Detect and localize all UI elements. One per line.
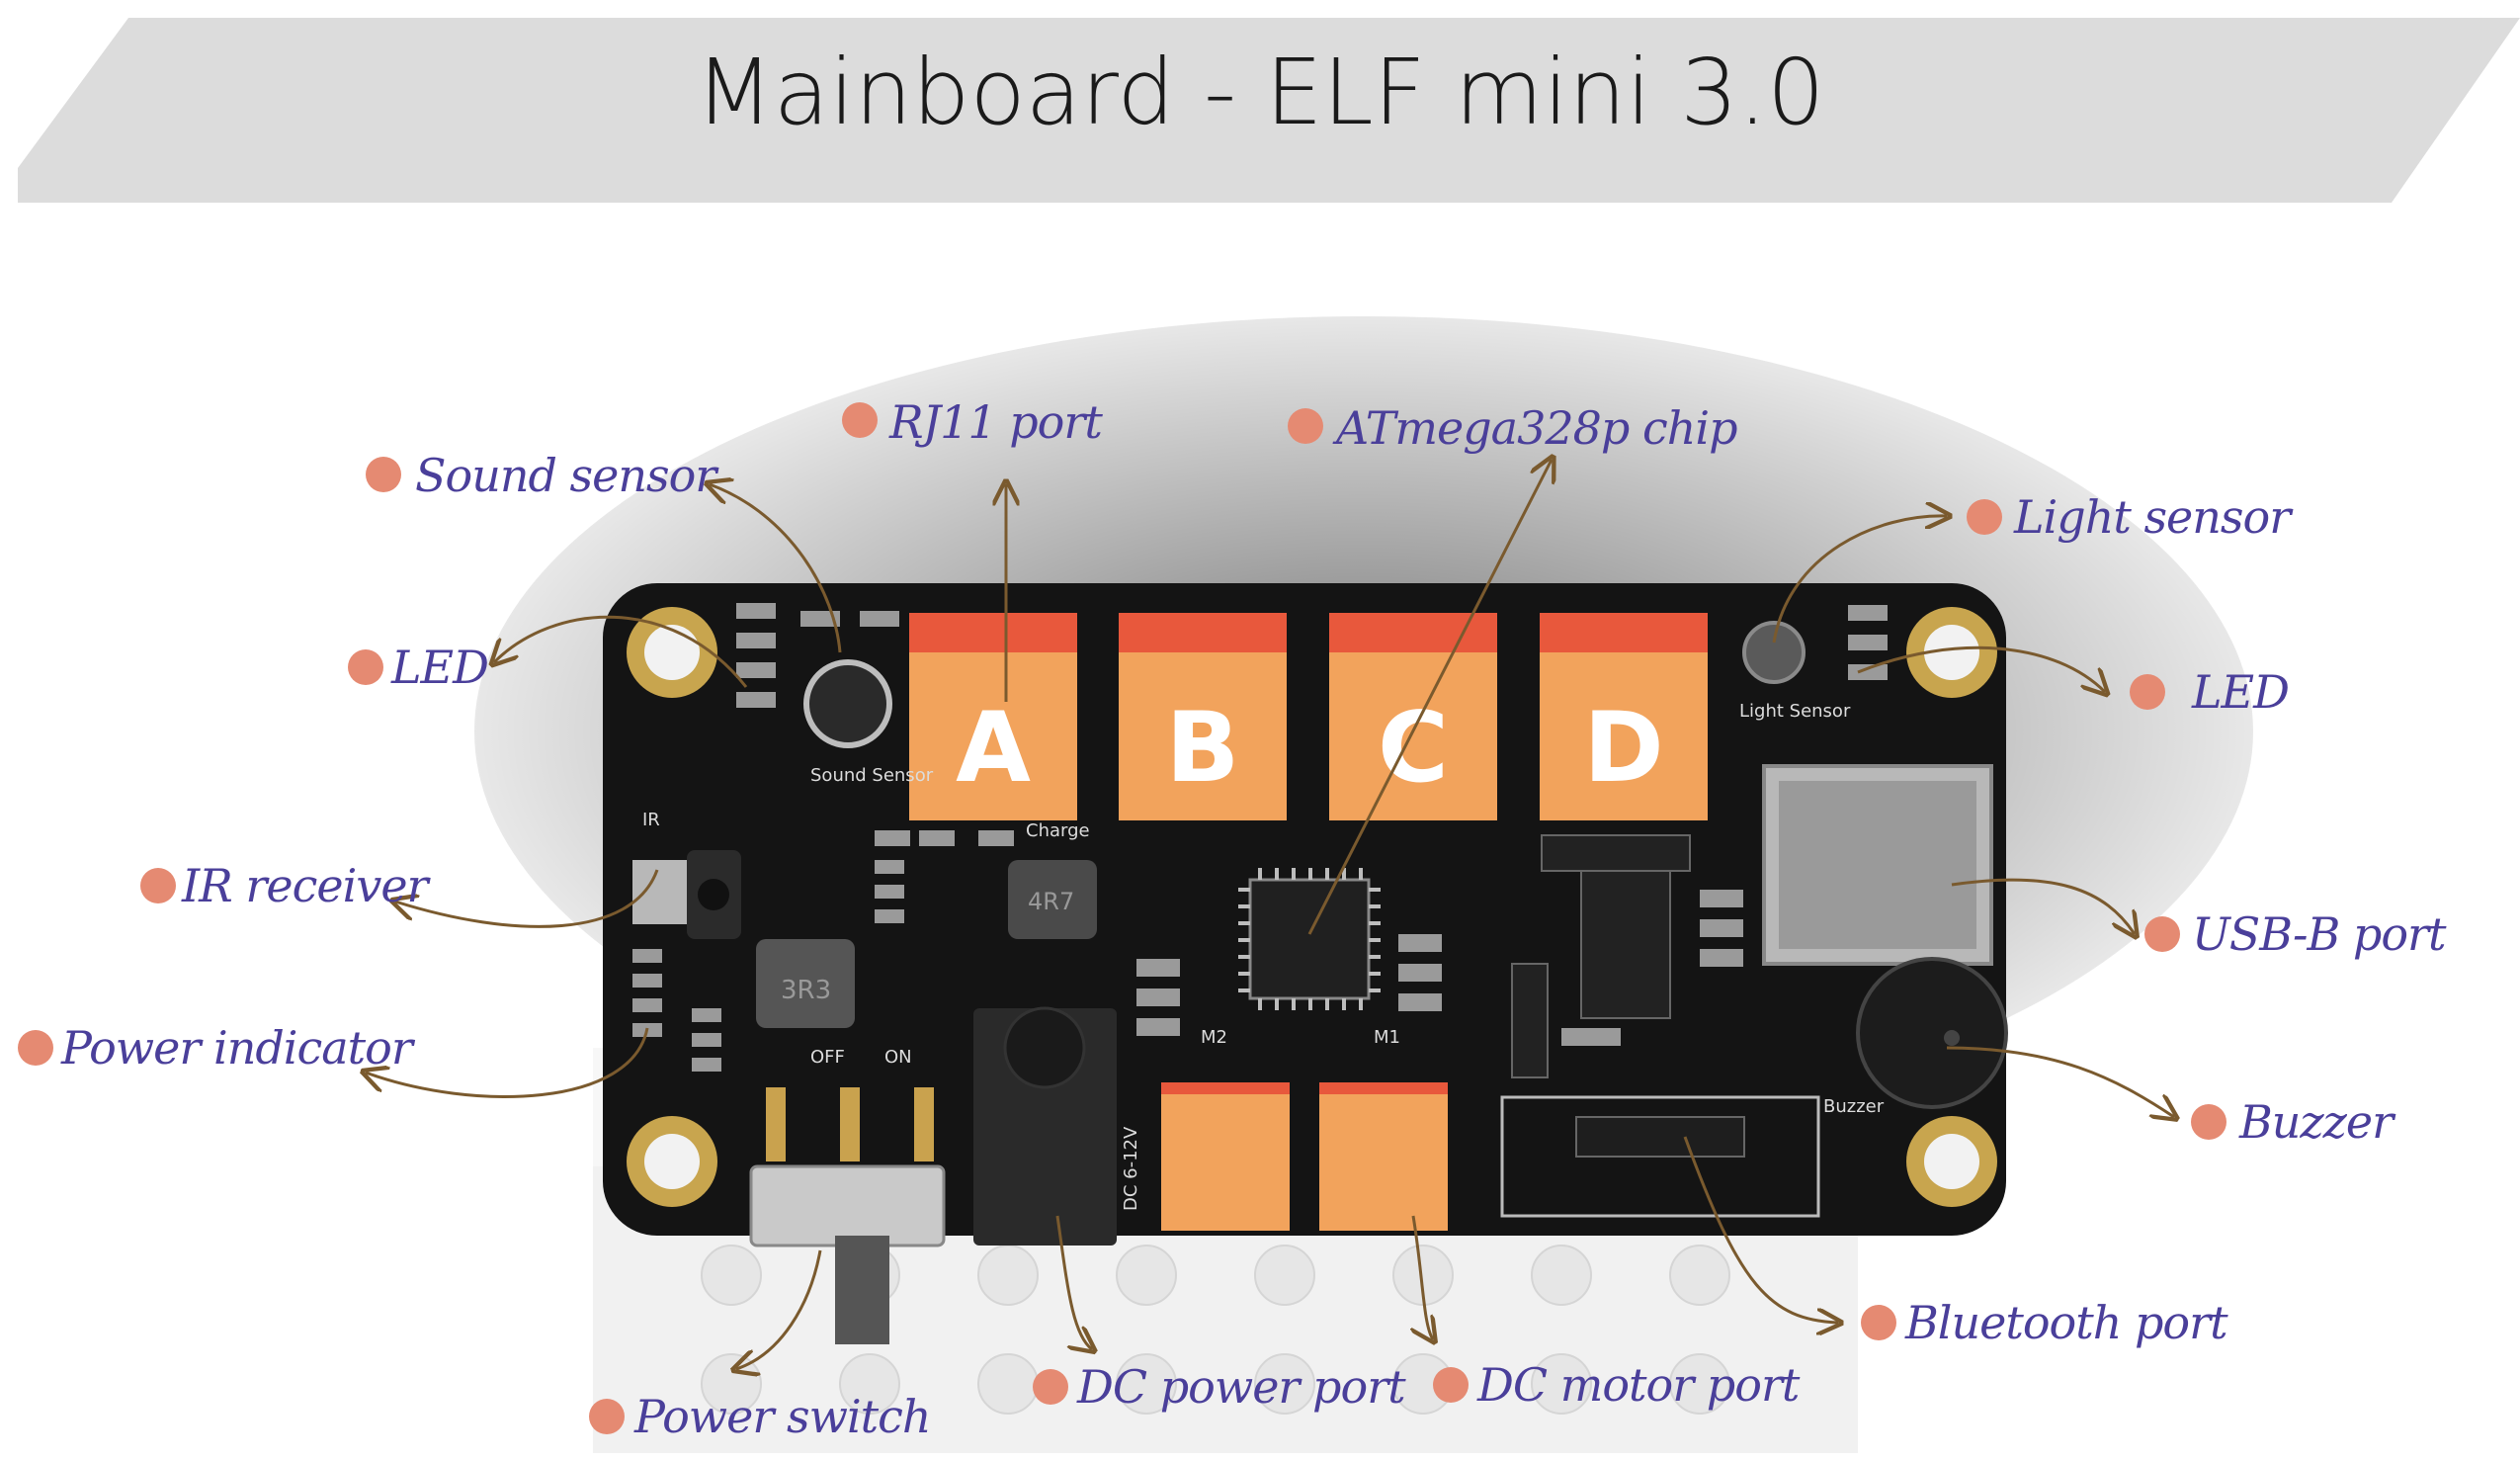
mounting-holes bbox=[627, 607, 1997, 1207]
silk-m1: M1 bbox=[1374, 1027, 1400, 1048]
dot-sound bbox=[366, 457, 401, 492]
label-power-switch: Power switch bbox=[634, 1390, 932, 1443]
dc-motor-parts bbox=[1161, 1082, 1448, 1231]
dot-bluetooth bbox=[1861, 1305, 1896, 1340]
label-led-left: LED bbox=[391, 641, 489, 694]
label-usb: USB-B port bbox=[2192, 907, 2447, 961]
page-title: Mainboard - ELF mini 3.0 bbox=[695, 40, 1825, 145]
inductor-3r3 bbox=[756, 939, 855, 1028]
silk-buzzer: Buzzer bbox=[1823, 1096, 1885, 1117]
silk-dc: DC 6-12V bbox=[1121, 1126, 1141, 1211]
pin-header-left bbox=[1511, 963, 1549, 1078]
label-dc-motor: DC motor port bbox=[1477, 1358, 1800, 1412]
dot-power-indicator bbox=[18, 1030, 53, 1066]
atmega-chip bbox=[1238, 868, 1381, 1010]
label-rj11: RJ11 port bbox=[889, 395, 1103, 449]
ir-receiver-part bbox=[632, 850, 741, 939]
dot-dc-power bbox=[1033, 1369, 1068, 1405]
bluetooth-outline bbox=[1500, 1095, 1820, 1218]
label-light: Light sensor bbox=[2014, 490, 2291, 544]
label-ir: IR receiver bbox=[182, 859, 429, 912]
label-buzzer: Buzzer bbox=[2239, 1095, 2394, 1149]
pin-header-top bbox=[1541, 834, 1691, 872]
label-power-indicator: Power indicator bbox=[61, 1021, 413, 1074]
dot-led-left bbox=[348, 649, 383, 685]
dot-dc-motor bbox=[1433, 1367, 1469, 1403]
dot-rj11 bbox=[842, 402, 878, 438]
silk-m2: M2 bbox=[1201, 1027, 1227, 1048]
dot-chip bbox=[1288, 408, 1323, 444]
silk-sound: Sound Sensor bbox=[810, 765, 934, 786]
dot-light bbox=[1967, 499, 2002, 535]
dc-power-part bbox=[973, 1006, 1117, 1246]
dot-led-right bbox=[2130, 674, 2165, 710]
silk-off: OFF bbox=[810, 1047, 845, 1068]
buzzer-part bbox=[1856, 957, 2008, 1109]
power-switch-part bbox=[749, 1087, 946, 1344]
silk-charge: Charge bbox=[1026, 820, 1090, 841]
label-sound: Sound sensor bbox=[415, 449, 716, 502]
port-a-letter: A bbox=[956, 692, 1031, 805]
label-led-right: LED bbox=[2192, 665, 2290, 719]
title-banner bbox=[18, 18, 2520, 203]
port-c-letter: C bbox=[1378, 692, 1449, 805]
silk-inductor2: 3R3 bbox=[781, 976, 831, 1005]
silk-inductor1: 4R7 bbox=[1028, 888, 1074, 915]
ic-right bbox=[1580, 869, 1671, 1019]
silk-light: Light Sensor bbox=[1739, 701, 1851, 722]
sound-sensor-mic bbox=[803, 659, 892, 748]
usb-b-part bbox=[1762, 764, 1993, 966]
label-chip: ATmega328p chip bbox=[1336, 401, 1738, 455]
bluetooth-header bbox=[1575, 1116, 1745, 1158]
dot-power-switch bbox=[589, 1399, 625, 1434]
port-d-letter: D bbox=[1583, 692, 1663, 805]
light-sensor bbox=[1742, 621, 1806, 684]
silk-ir: IR bbox=[642, 810, 660, 830]
dot-buzzer bbox=[2191, 1104, 2226, 1140]
annotation-arrows bbox=[366, 460, 2174, 1369]
label-dc-power: DC power port bbox=[1077, 1360, 1406, 1414]
port-b-letter: B bbox=[1166, 692, 1240, 805]
inductor-4r7 bbox=[1008, 860, 1097, 939]
label-bluetooth: Bluetooth port bbox=[1905, 1296, 2228, 1349]
silk-on: ON bbox=[884, 1047, 912, 1068]
rj11-ports bbox=[909, 613, 1708, 820]
dot-ir bbox=[140, 868, 176, 903]
dot-usb bbox=[2144, 916, 2180, 952]
